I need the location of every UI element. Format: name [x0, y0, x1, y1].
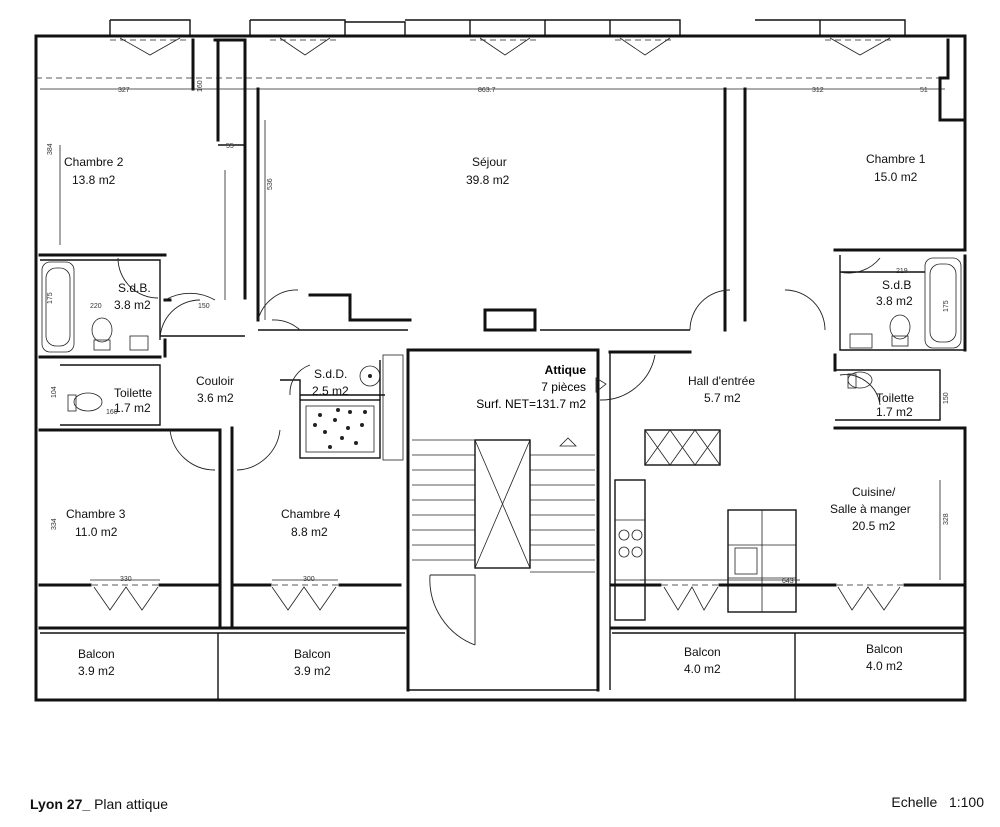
project-name: Lyon 27_: [30, 796, 91, 812]
room-name-chambre2: Chambre 2: [64, 155, 124, 169]
room-area-chambre1: 15.0 m2: [874, 170, 918, 184]
room-name-cuisine-line2: Salle à manger: [830, 502, 911, 516]
room-name-toilette-left: Toilette: [114, 386, 152, 400]
room-name-balcon1: Balcon: [78, 647, 115, 661]
room-name-sdb-right: S.d.B: [882, 278, 911, 292]
room-area-balcon3: 4.0 m2: [684, 662, 721, 676]
room-name-sdd: S.d.D.: [314, 367, 347, 381]
dim-327: 327: [118, 87, 130, 94]
sink-right: [849, 314, 911, 349]
dim-160: 160: [197, 80, 204, 92]
bathtub-left: [41, 261, 75, 353]
toilet-left: [67, 392, 103, 412]
dim-643: 643: [782, 578, 794, 585]
outer-walls: [34, 34, 967, 702]
dim-220: 220: [90, 303, 102, 310]
room-area-balcon1: 3.9 m2: [78, 664, 115, 678]
room-name-cuisine-line1: Cuisine/: [852, 485, 896, 499]
plan-caption: Lyon 27_ Plan attique: [30, 796, 168, 812]
dim-150: 150: [198, 303, 210, 310]
dim-300: 300: [303, 576, 315, 583]
room-area-sdb-left: 3.8 m2: [114, 298, 151, 312]
room-area-sdd: 2.5 m2: [312, 384, 349, 398]
dim-175-left: 175: [47, 292, 54, 304]
left-wing-walls: [38, 38, 247, 630]
toilet-right: [847, 371, 873, 389]
room-area-sdb-right: 3.8 m2: [876, 294, 913, 308]
bathtub-right: [924, 257, 962, 349]
dim-150-right: 150: [943, 392, 950, 404]
dim-160b: 160: [106, 409, 118, 416]
footer: Lyon 27_ Plan attique Echelle 1:100: [0, 790, 1000, 820]
room-name-chambre4: Chambre 4: [281, 507, 341, 521]
dim-175-right: 175: [943, 300, 950, 312]
room-area-chambre2: 13.8 m2: [72, 173, 116, 187]
room-name-toilette-right: Toilette: [876, 391, 914, 405]
plan-subtitle: Plan attique: [94, 796, 169, 812]
room-name-hall: Hall d'entrée: [688, 374, 755, 388]
scale-caption: Echelle 1:100: [891, 794, 984, 810]
floor-plan: Chambre 2 13.8 m2 Séjour 39.8 m2 Chambre…: [34, 19, 967, 702]
room-name-balcon3: Balcon: [684, 645, 721, 659]
shower: [280, 360, 385, 459]
doors: [117, 257, 881, 471]
summary-surface: Surf. NET=131.7 m2: [476, 397, 586, 411]
room-area-toilette-left: 1.7 m2: [114, 401, 151, 415]
dim-312: 312: [812, 87, 824, 94]
dim-863: 863.7: [478, 87, 496, 94]
top-windows: [109, 19, 906, 56]
dim-384: 384: [47, 143, 54, 155]
dim-55: 55: [226, 143, 234, 150]
scale-label: Echelle: [891, 794, 938, 810]
dim-536: 536: [267, 178, 274, 190]
sink-left: [91, 317, 149, 351]
balcony-walls: [38, 583, 967, 700]
room-area-balcon4: 4.0 m2: [866, 659, 903, 673]
scale-value: 1:100: [948, 794, 984, 810]
room-name-balcon2: Balcon: [294, 647, 331, 661]
summary-title: Attique: [545, 363, 587, 377]
room-area-chambre3: 11.0 m2: [75, 525, 118, 539]
room-name-sdb-left: S.d.B.: [118, 281, 151, 295]
dim-328: 328: [943, 513, 950, 525]
room-name-sejour: Séjour: [472, 155, 507, 169]
room-area-toilette-right: 1.7 m2: [876, 405, 913, 419]
dimension-lines: [59, 120, 941, 581]
right-wing-walls: [723, 38, 967, 430]
room-area-hall: 5.7 m2: [704, 391, 741, 405]
dim-219: 219: [896, 268, 908, 275]
room-name-balcon4: Balcon: [866, 642, 903, 656]
room-name-couloir: Couloir: [196, 374, 234, 388]
dim-330: 330: [120, 576, 132, 583]
room-area-couloir: 3.6 m2: [197, 391, 234, 405]
dim-104: 104: [51, 386, 58, 398]
room-name-chambre3: Chambre 3: [66, 507, 126, 521]
dim-334: 334: [51, 518, 58, 530]
stair-core: [382, 348, 600, 692]
dim-51: 51: [920, 87, 928, 94]
room-area-balcon2: 3.9 m2: [294, 664, 331, 678]
room-area-chambre4: 8.8 m2: [291, 525, 328, 539]
sejour-walls: [256, 87, 747, 332]
room-area-cuisine: 20.5 m2: [852, 519, 896, 533]
room-area-sejour: 39.8 m2: [466, 173, 510, 187]
room-name-chambre1: Chambre 1: [866, 152, 926, 166]
kitchen-walls: [595, 350, 797, 690]
summary-pieces: 7 pièces: [541, 380, 586, 394]
